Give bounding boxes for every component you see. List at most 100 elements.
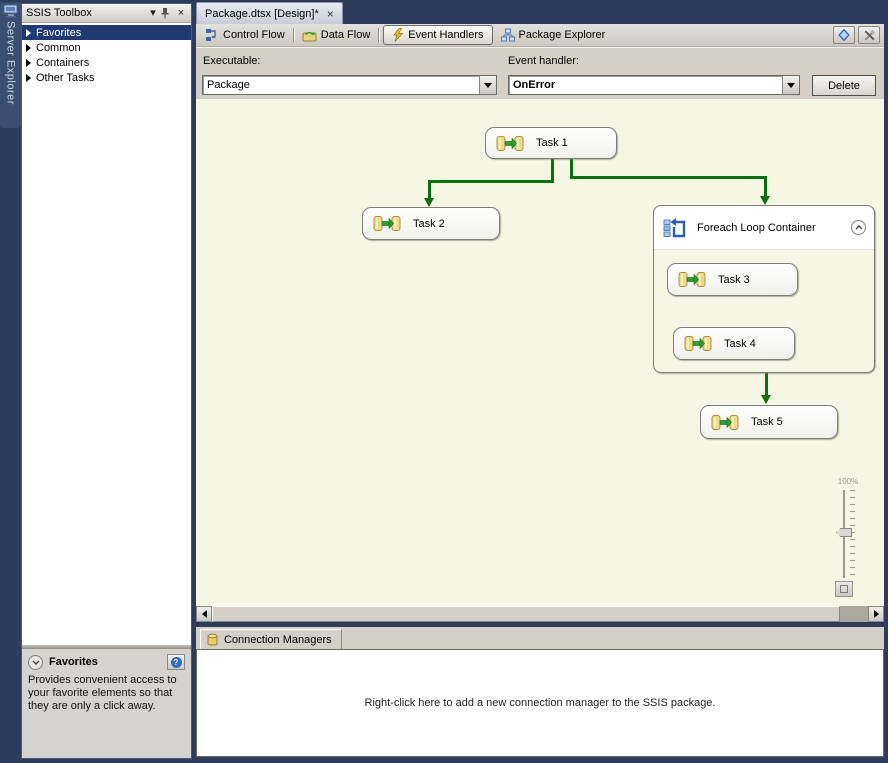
expand-triangle-icon — [26, 58, 31, 67]
collapse-chevron-icon[interactable] — [28, 654, 43, 670]
close-icon[interactable]: × — [177, 6, 185, 19]
ssis-toolbox-panel: SSIS Toolbox ▾ × Favorites Common Contai… — [21, 3, 192, 759]
toolbox-splitter[interactable] — [22, 644, 191, 649]
tab-divider — [292, 27, 294, 43]
zoom-level-label: 100% — [837, 477, 859, 486]
toolbox-item-containers[interactable]: Containers — [22, 55, 191, 70]
variables-button[interactable] — [833, 26, 855, 44]
connection-manager-icon — [207, 633, 218, 647]
ssis-designer: Control Flow Data Flow — [196, 24, 884, 757]
server-explorer-icon — [3, 4, 19, 18]
expand-triangle-icon — [26, 28, 31, 37]
dropdown-arrow-icon[interactable] — [479, 76, 496, 94]
tab-data-flow[interactable]: Data Flow — [296, 27, 377, 44]
help-button[interactable]: ? — [167, 654, 185, 670]
left-dock-strip: Server Explorer — [0, 0, 21, 763]
task-icon — [678, 271, 706, 288]
scrollbar-thumb[interactable] — [212, 606, 840, 622]
event-handler-label: Event handler: — [508, 55, 579, 67]
arrowhead-icon — [760, 196, 770, 205]
task-icon — [711, 414, 739, 431]
task-icon — [373, 215, 401, 232]
toolbox-item-other-tasks[interactable]: Other Tasks — [22, 70, 191, 85]
connection-managers-splitter[interactable] — [196, 622, 884, 627]
ssis-toolbox-titlebar[interactable]: SSIS Toolbox ▾ × — [22, 4, 191, 23]
foreach-loop-icon — [662, 215, 688, 241]
zoom-slider-ticks — [850, 490, 855, 578]
help-icon: ? — [170, 656, 182, 668]
document-tab-bar: Package.dtsx [Design]* × — [196, 0, 884, 24]
zoom-fit-button[interactable] — [835, 581, 853, 597]
control-flow-icon — [205, 28, 219, 42]
connection-managers-panel[interactable]: Right-click here to add a new connection… — [196, 649, 884, 757]
dropdown-arrow-icon[interactable] — [782, 76, 799, 94]
foreach-loop-title: Foreach Loop Container — [697, 221, 816, 234]
document-tab-package[interactable]: Package.dtsx [Design]* × — [196, 2, 343, 24]
delete-button[interactable]: Delete — [812, 75, 876, 96]
task-label: Task 2 — [413, 217, 445, 230]
connection-managers-tab-row: Connection Managers — [196, 627, 884, 649]
scrollbar-track[interactable] — [212, 606, 868, 622]
collapse-container-icon[interactable] — [851, 220, 866, 235]
arrowhead-icon — [424, 198, 434, 207]
close-icon[interactable]: × — [326, 6, 334, 21]
zoom-slider-thumb[interactable] — [836, 528, 852, 537]
favorites-description-text: Provides convenient access to your favor… — [28, 674, 177, 712]
connection-managers-tab[interactable]: Connection Managers — [200, 629, 342, 649]
event-handler-value: OnError — [513, 79, 556, 91]
toolbox-tools-button[interactable] — [858, 26, 880, 44]
foreach-loop-container[interactable]: Foreach Loop Container — [653, 205, 875, 373]
task-node-4[interactable]: Task 4 — [673, 327, 795, 360]
event-handler-dropdown[interactable]: OnError — [508, 75, 800, 95]
document-tab-title: Package.dtsx [Design]* — [205, 7, 319, 20]
tab-control-flow[interactable]: Control Flow — [199, 26, 291, 44]
arrowhead-icon — [761, 395, 771, 404]
server-explorer-tab[interactable]: Server Explorer — [0, 2, 21, 128]
window-position-icon[interactable]: ▾ — [150, 6, 156, 19]
task-label: Task 3 — [718, 273, 750, 286]
tab-divider — [378, 27, 380, 43]
design-surface[interactable]: Task 1 Task 2 — [196, 99, 884, 606]
task-node-1[interactable]: Task 1 — [485, 127, 617, 159]
executable-value: Package — [207, 79, 250, 91]
favorites-panel-title: Favorites — [49, 656, 98, 668]
tools-icon — [863, 29, 876, 42]
foreach-loop-header[interactable]: Foreach Loop Container — [654, 206, 874, 250]
expand-triangle-icon — [26, 43, 31, 52]
connection-managers-hint: Right-click here to add a new connection… — [364, 697, 716, 709]
task-label: Task 5 — [751, 416, 783, 428]
fit-to-window-icon — [840, 585, 848, 593]
task-node-3[interactable]: Task 3 — [667, 263, 798, 296]
horizontal-scrollbar[interactable] — [196, 606, 884, 622]
favorites-description-panel: Favorites ? Provides convenient access t… — [22, 649, 191, 758]
event-handlers-icon — [392, 28, 404, 42]
tab-event-handlers[interactable]: Event Handlers — [383, 25, 493, 45]
package-explorer-icon — [500, 28, 515, 42]
task-node-5[interactable]: Task 5 — [700, 405, 838, 439]
server-explorer-label: Server Explorer — [4, 21, 17, 105]
arrow-left-icon — [201, 610, 207, 618]
task-node-2[interactable]: Task 2 — [362, 207, 500, 240]
task-icon — [684, 335, 712, 352]
expand-triangle-icon — [26, 73, 31, 82]
event-handler-toolbar: Executable: Event handler: Package OnErr… — [196, 47, 884, 99]
executable-label: Executable: — [203, 55, 261, 67]
document-area: Package.dtsx [Design]* × Control Flow — [196, 0, 884, 757]
toolbox-item-common[interactable]: Common — [22, 40, 191, 55]
toolbox-item-favorites[interactable]: Favorites — [22, 25, 191, 40]
connection-managers-tab-label: Connection Managers — [224, 633, 332, 646]
tab-package-explorer[interactable]: Package Explorer — [495, 26, 612, 44]
ssis-toolbox-title: SSIS Toolbox — [26, 7, 92, 19]
data-flow-icon — [302, 29, 317, 42]
arrow-right-icon — [873, 610, 879, 618]
task-label: Task 1 — [536, 137, 568, 149]
executable-dropdown[interactable]: Package — [202, 75, 497, 95]
zoom-control: 100% — [834, 477, 862, 599]
scroll-left-button[interactable] — [196, 606, 212, 622]
scroll-right-button[interactable] — [868, 606, 884, 622]
task-icon — [496, 135, 524, 152]
pin-icon[interactable] — [160, 7, 174, 19]
designer-tab-strip: Control Flow Data Flow — [196, 24, 884, 47]
variable-droplet-icon — [838, 29, 850, 41]
